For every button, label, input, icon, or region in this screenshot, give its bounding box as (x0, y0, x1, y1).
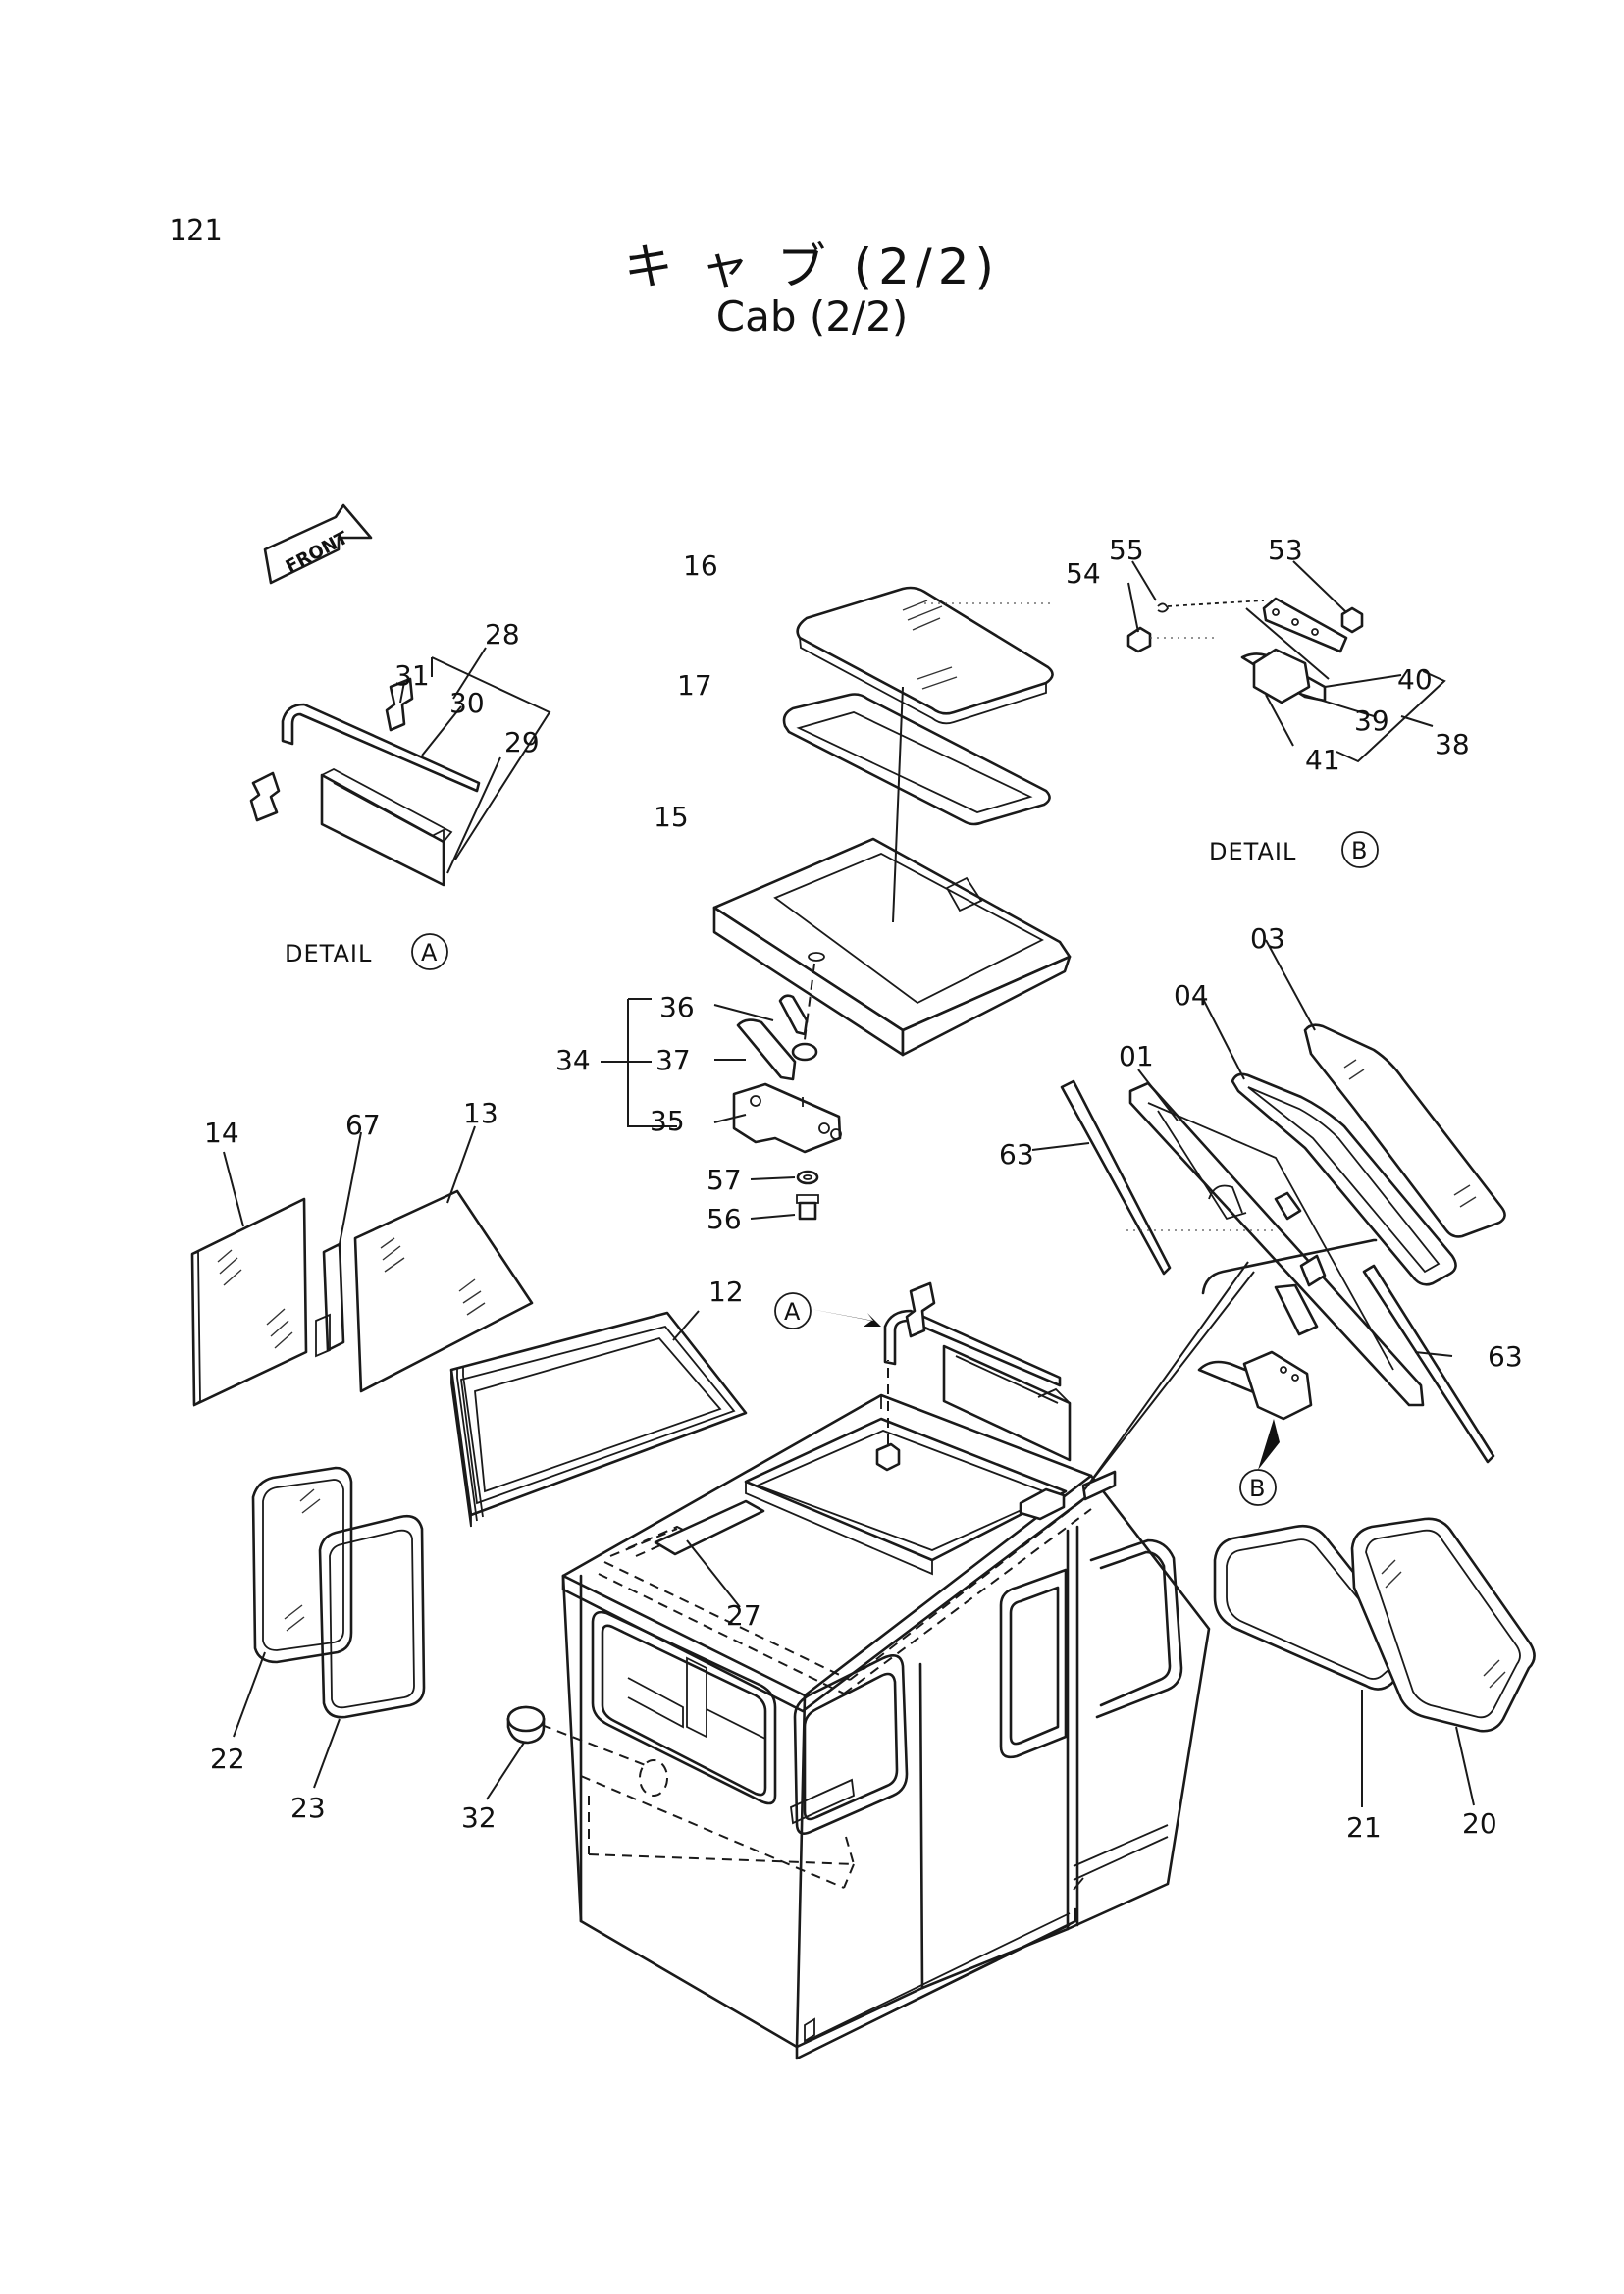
part-63-left: 63 (999, 1138, 1034, 1171)
page-number: 121 (169, 214, 223, 248)
part-39: 39 (1354, 704, 1389, 737)
part-36: 36 (659, 991, 695, 1023)
part-56: 56 (707, 1203, 742, 1235)
bracket-part (249, 771, 281, 822)
front-direction-arrow: FRONT (263, 503, 373, 585)
part-22: 22 (210, 1743, 245, 1775)
part-30: 30 (449, 687, 485, 719)
visor-panel-part (320, 773, 445, 887)
part-16: 16 (683, 549, 718, 582)
lock-handle-part (736, 1018, 797, 1081)
part-38: 38 (1435, 728, 1470, 760)
latch-plate-part (1262, 597, 1348, 653)
detail-a-in-place (883, 1281, 1072, 1462)
callout-a: A (774, 1292, 881, 1329)
weather-strip-right-part (1362, 1264, 1495, 1464)
rod-part (281, 703, 481, 793)
part-29: 29 (504, 726, 540, 758)
detail-b-assembly (1126, 560, 1446, 763)
part-20: 20 (1462, 1807, 1497, 1840)
roof-lock-assembly (601, 994, 842, 1221)
part-27: 27 (726, 1599, 761, 1632)
rear-glass-left-part (251, 1466, 353, 1664)
part-54: 54 (1066, 557, 1101, 590)
svg-text:DETAIL: DETAIL (1209, 838, 1296, 865)
rear-glass-right-part (1350, 1517, 1536, 1733)
part-32: 32 (461, 1801, 497, 1834)
rear-window-assembly (233, 1238, 1536, 1807)
title-japanese: キ ャ ブ (2/2) (623, 238, 1001, 295)
part-17: 17 (677, 669, 712, 702)
part-15: 15 (654, 801, 689, 833)
weather-strip-left-part (1060, 1079, 1172, 1276)
clip-part (385, 677, 414, 732)
part-55: 55 (1109, 534, 1144, 566)
door-glass-part (1303, 1023, 1506, 1238)
svg-text:B: B (1249, 1475, 1265, 1502)
roof-hatch-assembly (712, 586, 1072, 1057)
part-28: 28 (485, 618, 520, 651)
detail-a-label: DETAIL A (285, 933, 448, 970)
side-glass-left-part (190, 1197, 308, 1407)
part-40: 40 (1397, 663, 1433, 696)
roof-seal-part (782, 693, 1051, 826)
svg-text:A: A (421, 939, 438, 966)
part-35: 35 (650, 1105, 685, 1137)
part-67: 67 (345, 1109, 381, 1141)
cab-body (486, 1271, 1255, 2060)
door-seal-part (1231, 1072, 1457, 1286)
part-37: 37 (655, 1044, 691, 1076)
glass-strip-part (322, 1242, 345, 1352)
side-window-assembly (190, 1125, 748, 1528)
detail-a-assembly (249, 647, 551, 887)
svg-text:B: B (1351, 837, 1367, 864)
part-13: 13 (463, 1097, 498, 1129)
part-03: 03 (1250, 922, 1285, 955)
part-63-right: 63 (1488, 1340, 1523, 1373)
part-04: 04 (1174, 979, 1209, 1012)
part-01: 01 (1119, 1040, 1154, 1072)
part-23: 23 (290, 1792, 326, 1824)
rear-seal-left-part (318, 1514, 426, 1719)
part-number-labels: 28 31 30 29 16 17 15 36 34 37 35 57 56 5… (204, 534, 1523, 1844)
part-34: 34 (555, 1044, 591, 1076)
part-57: 57 (707, 1164, 742, 1196)
svg-text:DETAIL: DETAIL (285, 940, 372, 967)
part-53: 53 (1268, 534, 1303, 566)
callout-b: B (1239, 1419, 1280, 1506)
part-14: 14 (204, 1117, 239, 1149)
lock-base-part (732, 1082, 842, 1154)
roof-panel-part (712, 837, 1072, 1032)
part-41: 41 (1305, 744, 1340, 776)
roof-glass-part (796, 586, 1054, 715)
part-21: 21 (1346, 1811, 1382, 1844)
title-english: Cab (2/2) (715, 292, 909, 340)
detail-b-label: DETAIL B (1209, 831, 1379, 868)
front-label: FRONT (283, 527, 352, 577)
side-glass-right-part (353, 1189, 534, 1393)
part-12: 12 (708, 1276, 744, 1308)
latch-body-part (1252, 648, 1311, 704)
door-window-assembly (1031, 939, 1506, 1485)
part-31: 31 (394, 659, 430, 692)
svg-text:A: A (784, 1298, 801, 1326)
